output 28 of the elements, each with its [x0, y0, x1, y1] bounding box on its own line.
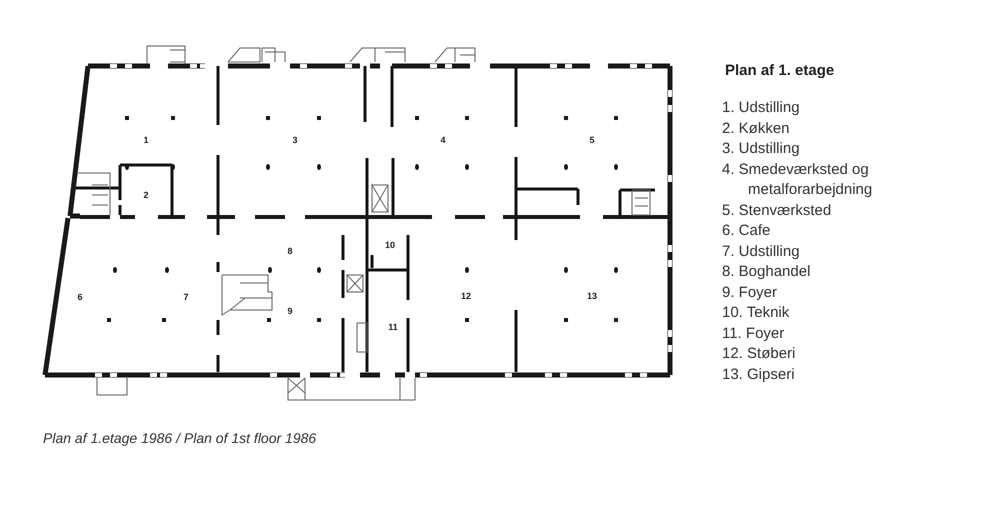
room-number: 2	[144, 190, 148, 200]
room-name-item: 13. Gipseri	[722, 364, 796, 384]
room-name-item: 5. Stenværksted	[722, 200, 832, 220]
room-name-item: 10. Teknik	[722, 303, 790, 323]
room-number: 9	[288, 306, 292, 316]
room-name-item: 8. Boghandel	[722, 262, 812, 282]
room-name-item: 1. Udstilling	[722, 98, 801, 118]
room-number: 3	[292, 135, 298, 145]
room-number: 7	[184, 292, 188, 302]
figure-caption: Plan af 1.etage 1986 / Plan of 1st floor 1986	[43, 430, 316, 446]
room-name-item: 12. Støberi	[722, 344, 796, 364]
room-number: 13	[587, 291, 597, 301]
room-number: 4	[440, 135, 446, 145]
room-number: 11	[388, 322, 398, 332]
room-number: 1	[144, 135, 148, 145]
plan-title: Plan af 1. etage	[725, 62, 834, 79]
room-name-item: 9. Foyer	[722, 282, 778, 302]
room-name-item: 6. Cafe	[722, 221, 772, 241]
room-name-item: 11. Foyer	[722, 324, 786, 344]
room-number: 6	[78, 292, 82, 302]
room-name-item: 4. Smedeværksted og metalforarbejdning	[722, 160, 874, 200]
room-number: 5	[590, 135, 594, 145]
room-number: 8	[288, 246, 292, 256]
room-number: 10	[385, 240, 395, 250]
room-name-item: 2. Køkken	[722, 118, 791, 138]
room-number: 12	[461, 291, 471, 301]
room-name-item: 7. Udstilling	[722, 242, 801, 262]
room-name-item: 3. Udstilling	[722, 139, 801, 159]
